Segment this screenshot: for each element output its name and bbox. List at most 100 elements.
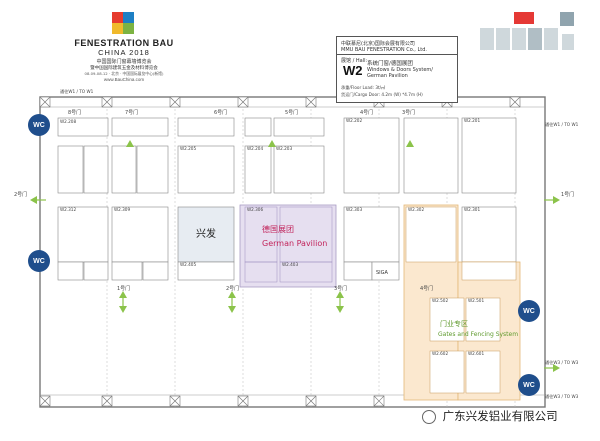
logo-brand-line1: FENESTRATION BAU	[74, 38, 174, 48]
footer-brand: 广东兴发铝业有限公司	[422, 408, 558, 424]
booth	[136, 145, 169, 194]
booth	[57, 117, 109, 137]
arrow-up-icon	[268, 140, 276, 147]
booth-code: W2.202	[346, 118, 362, 123]
booth-code: W2.312	[60, 207, 76, 212]
booth	[343, 206, 400, 263]
booth-row-fourth	[57, 261, 517, 281]
booth	[57, 206, 109, 263]
wc-badge-top-left: WC	[28, 114, 50, 136]
booth	[83, 145, 109, 194]
hall-theme-en: Windows & Doors System/ German Pavilion	[367, 67, 433, 79]
entrance-label: 1号门	[117, 285, 130, 292]
arrow-right-icon	[553, 196, 560, 204]
logo-text-block: FENESTRATION BAU CHINA 2018 中国国际门窗幕墙博览会 …	[64, 38, 184, 82]
gates-zone-en-label: Gates and Fencing System	[438, 331, 518, 338]
arrow-up-icon	[406, 140, 414, 147]
booth	[371, 261, 400, 281]
logo-brand-line2: CHINA 2018	[98, 48, 150, 57]
entrance-label: 5号门	[285, 109, 298, 116]
logo-website: www.BauChina.com	[103, 77, 145, 82]
hall-info-box: 中联慕尼(北京)国际会展有限公司 MMU BAU FENESTRATION Co…	[336, 36, 458, 103]
hall-theme-cn: 系统门窗/德国展团	[367, 61, 413, 67]
booth-code: W2.601	[468, 351, 484, 356]
entrance-label: 7号门	[125, 109, 138, 116]
wc-badge-right: WC	[518, 300, 540, 322]
entrance-label: 3号门	[334, 285, 347, 292]
booth	[57, 145, 84, 194]
green-flow-arrows	[30, 140, 560, 372]
booth-xingfa	[177, 206, 235, 263]
booth	[83, 261, 109, 281]
booth	[177, 261, 235, 281]
booth	[177, 117, 235, 137]
arrow-up-icon	[126, 140, 134, 147]
entrance-label: 6号门	[214, 109, 227, 116]
booth-code: W2.203	[276, 146, 292, 151]
booth-row-third	[57, 206, 517, 263]
booth	[177, 145, 235, 194]
booth	[461, 206, 517, 263]
to-w3-right-link-label: 通往W3 / TO W3	[545, 393, 579, 400]
entrance-label: 1号门	[561, 191, 574, 198]
logo-cn-line1: 中国国际门窗幕墙博览会	[96, 59, 152, 65]
booth	[273, 145, 325, 194]
watermark-icon	[422, 409, 436, 424]
booth	[111, 261, 143, 281]
cargo-door: 货运门/Cargo Door: 4.2m (W) *4.7m (H)	[341, 92, 423, 97]
arrow-up-icon	[336, 291, 344, 298]
entrance-label: 2号门	[14, 191, 27, 198]
entrance-label: 2号门	[226, 285, 239, 292]
booth-code: W2.205	[180, 146, 196, 151]
gates-zone-cn-label: 门业专区	[440, 319, 468, 328]
booth-code: W2.501	[468, 298, 484, 303]
company-en: MMU BAU FENESTRATION Co., Ltd.	[341, 47, 427, 53]
booth	[343, 117, 400, 194]
booth-code: W2.204	[247, 146, 263, 151]
fenestration-logo-icon	[112, 12, 134, 34]
booth-code: W2.301	[464, 207, 480, 212]
arrow-down-icon	[119, 306, 127, 313]
booth-code: W2.602	[432, 351, 448, 356]
booth	[343, 261, 373, 281]
bottom-column-markers	[39, 395, 385, 407]
wc-badge-bottom-right: WC	[518, 374, 540, 396]
booth	[142, 261, 169, 281]
floor-load: 承重/Floor Load: 3t/㎡	[341, 85, 386, 90]
booth	[111, 117, 169, 137]
booth-row-second	[57, 145, 325, 194]
booth-codes: W2.208 W2.205 W2.204 W2.203 W2.202 W2.20…	[60, 118, 484, 356]
booth	[461, 117, 517, 194]
green-flow-lines	[37, 199, 553, 369]
booth-code: W2.302	[408, 207, 424, 212]
arrow-down-icon	[336, 306, 344, 313]
booth-code: W2.201	[464, 118, 480, 123]
booth-code: W2.405	[180, 262, 196, 267]
hall-code: W2	[343, 63, 363, 78]
to-w1-right-label: 通往W1 / TO W1	[545, 121, 579, 128]
entrance-label: 3号门	[402, 109, 415, 116]
booth-row-top	[57, 117, 517, 194]
gates-zone-booths	[405, 206, 517, 394]
booth-code: W2.306	[247, 207, 263, 212]
german-pavilion-en-label: German Pavilion	[262, 239, 327, 248]
xingfa-booth-label: 兴发	[196, 227, 216, 240]
to-w3-right-label: 通往W3 / TO W3	[545, 359, 579, 366]
arrow-up-icon	[228, 291, 236, 298]
arrow-left-icon	[30, 196, 37, 204]
entrance-labels: 8号门 7号门 6号门 5号门 4号门 3号门 1号门 2号门 3号门 4号门 …	[14, 109, 574, 292]
siga-booth-label: SIGA	[376, 270, 389, 276]
german-pavilion-booths	[244, 206, 333, 283]
entrance-label: 4号门	[420, 285, 433, 292]
company-cn: 中联慕尼(北京)国际会展有限公司	[341, 41, 415, 47]
booth	[244, 117, 272, 137]
german-pavilion-cn-label: 德国展团	[262, 224, 294, 234]
booth-code: W2.303	[346, 207, 362, 212]
arrow-up-icon	[119, 291, 127, 298]
booth-code: W2.403	[282, 262, 298, 267]
german-pavilion-zone	[239, 204, 337, 288]
booth-code: W2.208	[60, 119, 76, 124]
logo-date-line: 08.09-08.12 · 北京 · 中国国际展览中心(新馆)	[84, 71, 164, 76]
arrow-down-icon	[228, 306, 236, 313]
